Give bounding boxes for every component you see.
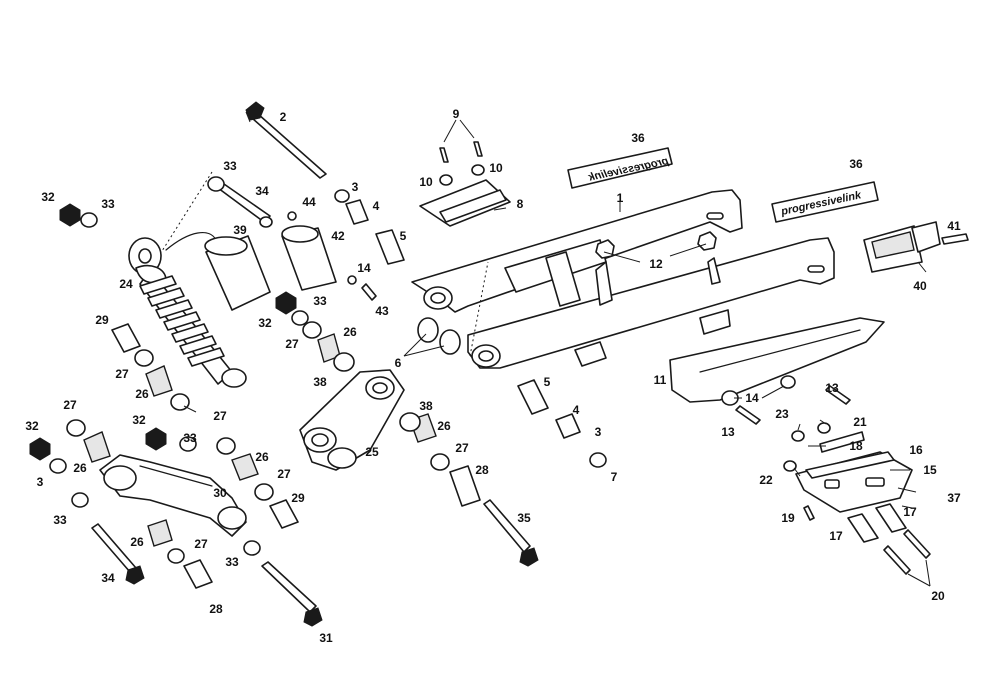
callout-39: 39: [233, 223, 247, 237]
connecting-rod: [99, 454, 247, 537]
callout-6: 6: [395, 356, 402, 370]
callout-26: 26: [135, 387, 149, 401]
callout-34: 34: [255, 184, 269, 198]
callout-27: 27: [213, 409, 227, 423]
callout-22: 22: [759, 473, 773, 487]
callout-38: 38: [313, 375, 327, 389]
callout-33: 33: [223, 159, 237, 173]
callout-10: 10: [489, 161, 503, 175]
callout-42: 42: [331, 229, 345, 243]
callout-26: 26: [73, 461, 87, 475]
callout-23: 23: [775, 407, 789, 421]
callout-2: 2: [280, 110, 287, 124]
swingarm: [411, 189, 835, 369]
callout-29: 29: [291, 491, 305, 505]
callout-25: 25: [365, 445, 379, 459]
callout-37: 37: [947, 491, 961, 505]
chain-slider-bracket: [795, 451, 913, 513]
reservoir-clamp: [281, 225, 337, 291]
callout-14: 14: [745, 391, 759, 405]
shock-absorber: [128, 171, 489, 388]
callout-19: 19: [781, 511, 795, 525]
callout-26: 26: [437, 419, 451, 433]
callout-26: 26: [255, 450, 269, 464]
decal-normal-text-b: link: [841, 189, 863, 205]
callout-27: 27: [63, 398, 77, 412]
callout-32: 32: [132, 413, 146, 427]
callout-24: 24: [119, 277, 133, 291]
callout-28: 28: [475, 463, 489, 477]
callout-3: 3: [595, 425, 602, 439]
callout-18: 18: [849, 439, 863, 453]
callout-9: 9: [453, 107, 460, 121]
callout-7: 7: [611, 470, 618, 484]
callout-1: 1: [617, 191, 624, 205]
callout-33: 33: [183, 431, 197, 445]
bracket-8: [419, 179, 511, 227]
bushings-and-spacers: [83, 199, 907, 589]
callout-10: 10: [419, 175, 433, 189]
callout-21: 21: [853, 415, 867, 429]
callout-numbers: 1 2 3 3 3 4 4 5 5 6 7 8 9 10 10 11 12 13…: [25, 107, 961, 645]
linkage-rocker: [299, 369, 405, 471]
callout-28: 28: [209, 602, 223, 616]
callout-17: 17: [903, 505, 917, 519]
callout-20: 20: [931, 589, 945, 603]
callout-11: 11: [654, 373, 667, 387]
callout-33: 33: [313, 294, 327, 308]
callout-17: 17: [829, 529, 843, 543]
callout-30: 30: [213, 486, 227, 500]
callout-4: 4: [573, 403, 580, 417]
callout-32: 32: [25, 419, 39, 433]
callout-36: 36: [849, 157, 863, 171]
decal-mirrored: progressivelink: [567, 147, 673, 189]
callout-33: 33: [53, 513, 67, 527]
washers-and-nuts: [29, 164, 831, 564]
callout-34: 34: [101, 571, 115, 585]
callout-32: 32: [41, 190, 55, 204]
callout-27: 27: [285, 337, 299, 351]
callout-33: 33: [225, 555, 239, 569]
callout-5: 5: [400, 229, 407, 243]
callout-38: 38: [419, 399, 433, 413]
callout-4: 4: [373, 199, 380, 213]
protector-block: [863, 221, 941, 273]
callout-36: 36: [631, 131, 645, 145]
callout-13: 13: [721, 425, 735, 439]
callout-27: 27: [455, 441, 469, 455]
callout-33: 33: [101, 197, 115, 211]
callout-32: 32: [258, 316, 272, 330]
callout-35: 35: [517, 511, 531, 525]
leader-lines: [183, 111, 931, 587]
callout-5: 5: [544, 375, 551, 389]
callout-12: 12: [649, 257, 663, 271]
callout-26: 26: [130, 535, 144, 549]
callout-26: 26: [343, 325, 357, 339]
callout-13: 13: [825, 381, 839, 395]
callout-44: 44: [302, 195, 316, 209]
callout-41: 41: [947, 219, 961, 233]
bolts: [91, 101, 969, 627]
callout-29: 29: [95, 313, 109, 327]
callout-3: 3: [37, 475, 44, 489]
callout-14: 14: [357, 261, 371, 275]
decal-normal: progressivelink: [771, 181, 879, 223]
callout-8: 8: [517, 197, 524, 211]
callout-15: 15: [923, 463, 937, 477]
callout-27: 27: [194, 537, 208, 551]
chain-guide: [669, 317, 885, 403]
callout-27: 27: [277, 467, 291, 481]
callout-31: 31: [319, 631, 333, 645]
callout-43: 43: [375, 304, 389, 318]
callout-3: 3: [352, 180, 359, 194]
callout-40: 40: [913, 279, 927, 293]
callout-16: 16: [909, 443, 923, 457]
callout-27: 27: [115, 367, 129, 381]
